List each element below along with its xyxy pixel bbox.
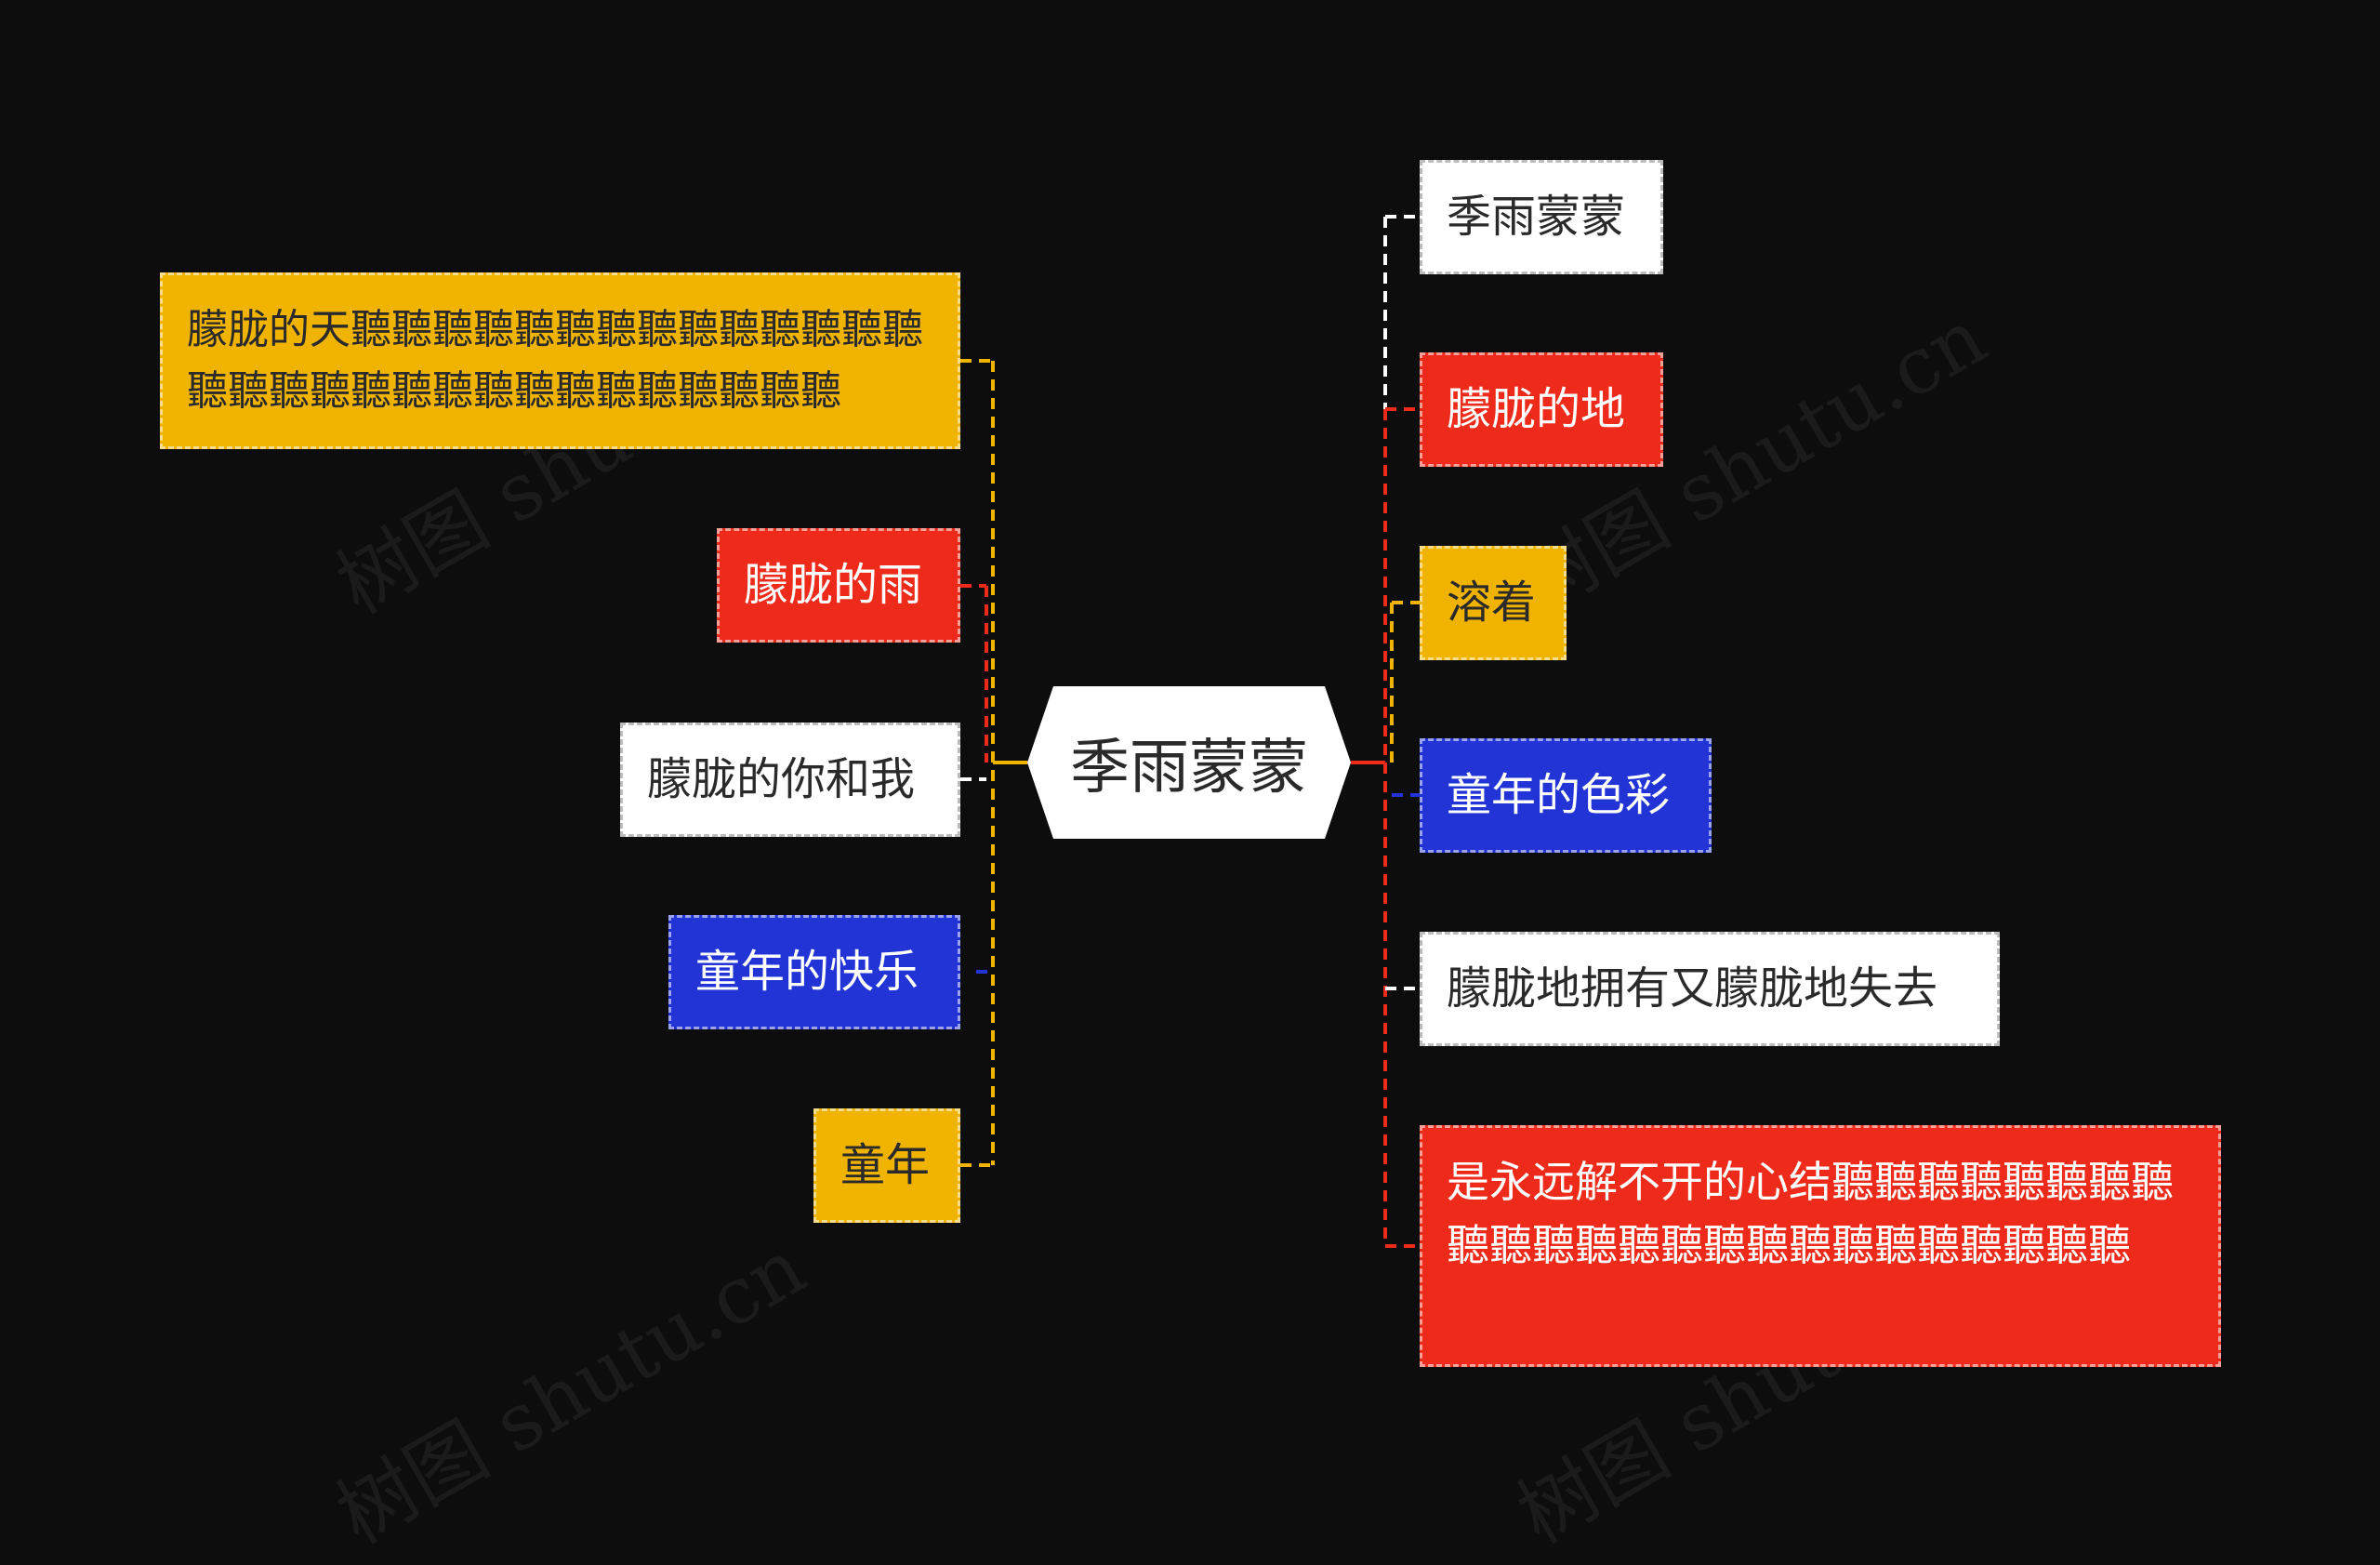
left-topic-2[interactable]: 朦胧的雨 [717,528,960,643]
left-topic-2-label: 朦胧的雨 [744,558,923,611]
left-topic-3[interactable]: 朦胧的你和我 [620,723,960,837]
right-topic-3-label: 溶着 [1447,576,1537,629]
right-topic-4-label: 童年的色彩 [1447,768,1671,821]
right-topic-3[interactable]: 溶着 [1420,546,1567,660]
right-topic-5-label: 朦胧地拥有又朦胧地失去 [1447,962,1938,1015]
left-topic-3-label: 朦胧的你和我 [647,752,916,805]
connector-lines [960,215,1420,1248]
right-topic-2[interactable]: 朦胧的地 [1420,352,1663,467]
left-topic-4-label: 童年的快乐 [695,945,919,998]
central-topic[interactable]: 季雨蒙蒙 [1027,686,1351,839]
right-topic-1-label: 季雨蒙蒙 [1447,190,1626,243]
left-topic-1[interactable]: 朦胧的天聽聽聽聽聽聽聽聽聽聽聽聽聽聽聽聽聽聽聽聽聽聽聽聽聽聽聽聽聽聽 [160,272,960,449]
central-topic-shape [1027,686,1351,839]
central-topic-label: 季雨蒙蒙 [1070,734,1308,802]
left-topic-1-label: 朦胧的天聽聽聽聽聽聽聽聽聽聽聽聽聽聽聽聽聽聽聽聽聽聽聽聽聽聽聽聽聽聽 [187,306,923,415]
left-topic-5-label: 童年 [840,1138,931,1191]
left-topic-5[interactable]: 童年 [813,1108,960,1223]
right-topic-6[interactable]: 是永远解不开的心结聽聽聽聽聽聽聽聽聽聽聽聽聽聽聽聽聽聽聽聽聽聽聽聽 [1420,1125,2221,1367]
right-topic-1[interactable]: 季雨蒙蒙 [1420,160,1663,274]
right-topic-2-label: 朦胧的地 [1447,382,1626,435]
right-topic-5[interactable]: 朦胧地拥有又朦胧地失去 [1420,932,2000,1046]
right-topic-4[interactable]: 童年的色彩 [1420,738,1712,853]
right-topic-6-label: 是永远解不开的心结聽聽聽聽聽聽聽聽聽聽聽聽聽聽聽聽聽聽聽聽聽聽聽聽 [1447,1157,2174,1271]
left-topic-4[interactable]: 童年的快乐 [668,915,960,1029]
